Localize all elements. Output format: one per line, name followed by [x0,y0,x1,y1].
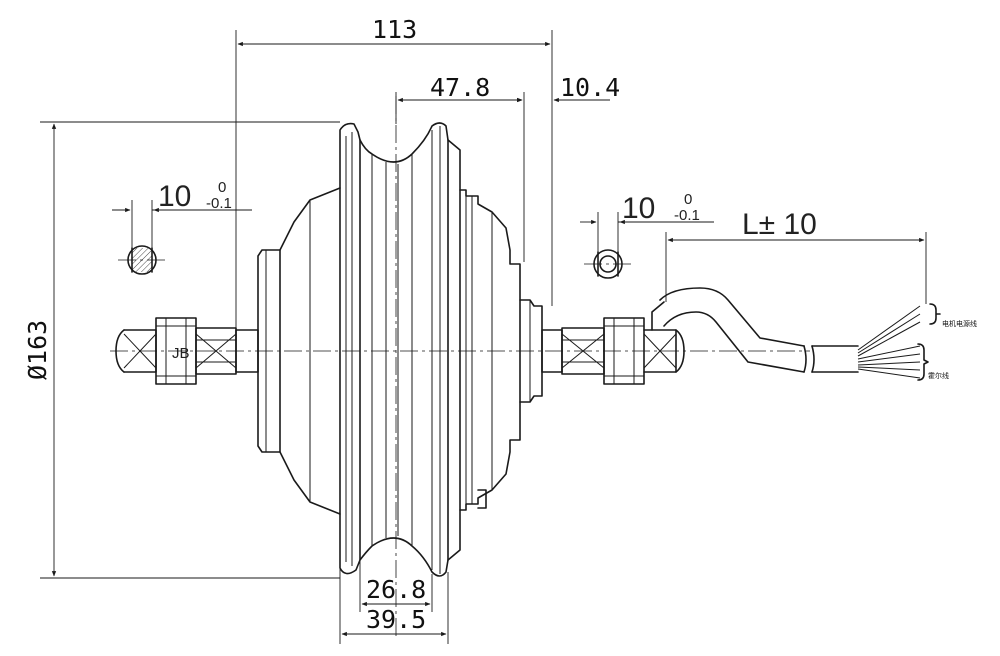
svg-text:113: 113 [372,15,417,44]
right-cover [459,189,521,511]
svg-text:Ø163: Ø163 [23,320,52,380]
dim-left-axle-flat: 10 0 -0.1 [112,179,252,248]
left-cover [279,187,341,515]
cable-note-top: 电机电源线 [942,319,977,328]
svg-text:10: 10 [158,180,191,213]
axle-mark-label: JB [172,345,190,362]
rim [339,122,361,575]
svg-text:26.8: 26.8 [366,575,426,604]
right-flange [447,139,461,561]
right-axle [541,301,685,385]
svg-text:L± 10: L± 10 [742,208,817,241]
svg-text:39.5: 39.5 [366,605,426,634]
tyre-groove [359,122,449,577]
motor-body [257,122,543,577]
left-axle-section [118,245,166,275]
dim-cable-length: L± 10 [665,208,927,304]
dim-diameter: Ø163 [23,121,340,579]
dim-overall-width: 113 [235,15,553,330]
svg-text:0: 0 [684,191,692,208]
dim-hub-flange-width: 47.8 [395,73,525,262]
svg-text:-0.1: -0.1 [206,195,232,212]
right-axle-section [584,249,632,279]
dim-rim-outer-width: 39.5 [339,568,449,644]
svg-text:10: 10 [622,192,655,225]
dim-right-axle-flat: 10 0 -0.1 [580,191,714,252]
svg-text:47.8: 47.8 [430,73,490,102]
dim-rim-inner-width: 26.8 [359,560,433,612]
svg-text:-0.1: -0.1 [674,207,700,224]
right-axle-nut [603,317,645,385]
cable-note-bottom: 霍尔线 [928,371,949,380]
cable: 电机电源线 霍尔线 [659,287,977,381]
svg-text:0: 0 [218,179,226,196]
dim-right-offset: 10.4 [500,73,620,103]
svg-text:10.4: 10.4 [560,73,620,102]
